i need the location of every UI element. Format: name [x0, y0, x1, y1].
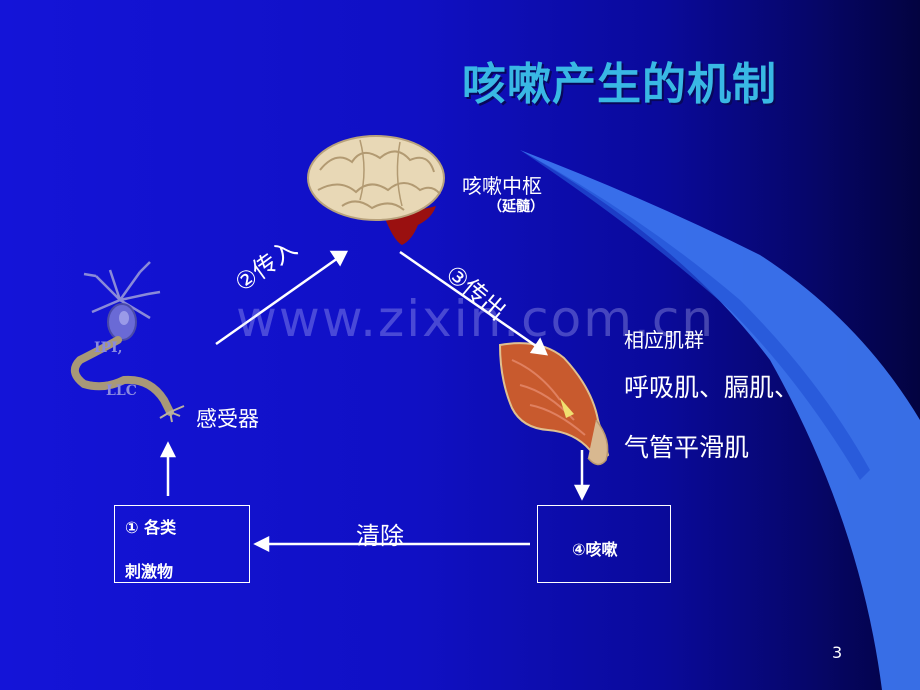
page-number: 3 [832, 643, 843, 662]
efferent-arrow [399, 250, 537, 348]
neuron-label-1: IPI, [94, 340, 123, 356]
muscle-group-label: 相应肌群 [624, 328, 704, 352]
receptor-up-arrowhead [159, 441, 177, 458]
cough-center-label: 咳嗽中枢 [462, 174, 542, 198]
muscle-icon [498, 342, 610, 466]
watermark: www.zixin.com.cn [236, 290, 716, 348]
receptor-label: 感受器 [196, 407, 259, 431]
cough-box: ④咳嗽 [537, 505, 671, 583]
brain-icon [307, 135, 445, 245]
neuron-icon [70, 261, 185, 423]
afferent-arrowhead [329, 250, 349, 267]
stimulus-box: ① 各类 刺激物 [114, 505, 250, 583]
stimulus-line-2: 刺激物 [125, 562, 174, 581]
clear-label: 清除 [356, 522, 404, 550]
muscle-down-arrowhead [573, 484, 591, 501]
efferent-arrowhead [529, 337, 549, 356]
stimulus-line-1: ① 各类 [125, 518, 177, 537]
muscle-list-line-1: 呼吸肌、膈肌、 [624, 373, 800, 402]
neuron-label-2: LLC [106, 383, 137, 399]
muscle-list-line-2: 气管平滑肌 [624, 433, 750, 462]
cough-text: ④咳嗽 [572, 540, 618, 559]
slide-title: 咳嗽产生的机制 [462, 59, 777, 110]
clear-arrowhead [253, 535, 270, 553]
afferent-arrow [215, 256, 339, 346]
accent-panel [520, 150, 920, 690]
cough-center-sublabel: （延髓） [488, 199, 544, 215]
